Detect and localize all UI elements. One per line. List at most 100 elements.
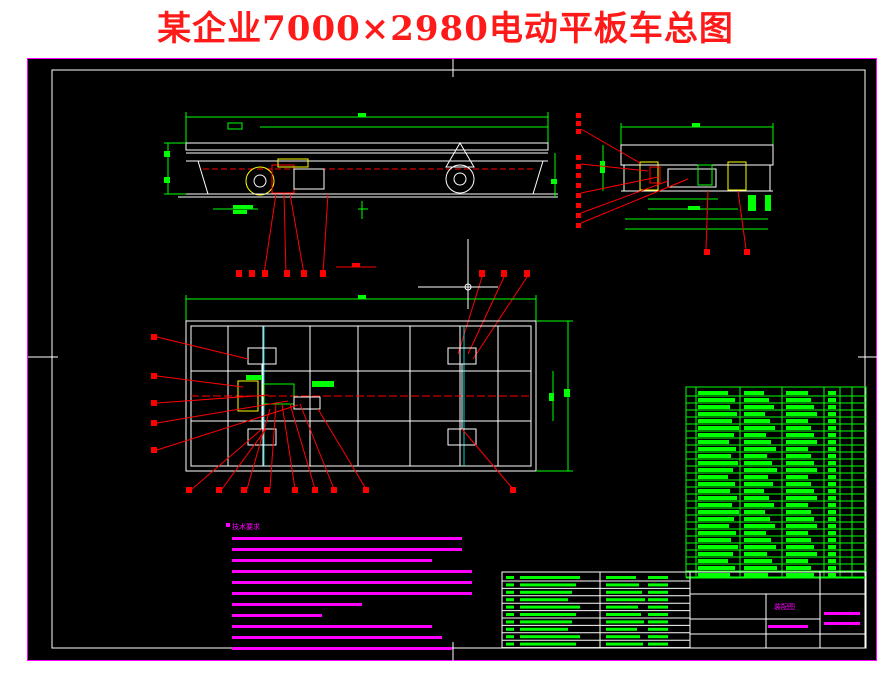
table-cell-text <box>648 613 668 616</box>
cad-drawing: 技术要求 装配图 <box>28 59 878 662</box>
table-cell-text <box>520 635 580 639</box>
table-cell-text <box>648 598 668 602</box>
table-cell-text <box>828 391 836 395</box>
table-cell-text <box>606 583 639 587</box>
table-cell-text <box>744 510 765 514</box>
table-cell-text <box>828 524 836 528</box>
front-elevation-view <box>164 112 558 275</box>
table-cell-text <box>520 576 580 579</box>
table-cell-text <box>786 545 814 549</box>
table-cell-text <box>606 627 637 631</box>
table-cell-text <box>786 531 808 535</box>
drawing-title: 某企业7000×2980电动平板车总图 <box>157 9 734 49</box>
table-cell-text <box>786 475 808 479</box>
table-cell-text <box>828 531 836 535</box>
table-cell-text <box>786 405 814 409</box>
table-cell-text <box>786 433 814 437</box>
table-cell-text <box>744 468 777 472</box>
table-cell-text <box>744 545 776 549</box>
table-cell-text <box>744 566 777 570</box>
table-cell-text <box>828 433 836 437</box>
table-stamp: 装配图 <box>774 602 795 611</box>
table-cell-text <box>828 475 836 479</box>
table-cell-text <box>648 590 668 594</box>
table-cell-text <box>828 552 836 556</box>
table-cell-text <box>606 590 642 594</box>
table-cell-text <box>648 627 668 631</box>
side-view <box>576 113 774 255</box>
table-cell-text <box>520 605 580 609</box>
table-cell-text <box>520 583 576 587</box>
table-cell-text <box>698 482 735 486</box>
table-cell-text <box>698 559 728 563</box>
parts-list-table <box>685 386 867 579</box>
table-cell-text <box>698 510 739 514</box>
table-cell-text <box>828 468 836 472</box>
inner-border <box>51 69 866 649</box>
table-cell-text <box>828 405 836 409</box>
table-cell-text <box>698 538 731 542</box>
table-cell-text <box>648 635 668 639</box>
table-cell-text <box>828 538 836 542</box>
table-cell-text <box>520 590 572 594</box>
table-cell-text <box>786 566 811 570</box>
table-cell-text <box>506 613 514 616</box>
table-cell-text <box>744 531 766 535</box>
table-cell-text <box>698 531 736 535</box>
table-cell-text <box>606 613 641 616</box>
section-label-mark <box>352 263 360 267</box>
table-cell-text <box>506 598 514 602</box>
table-cell-text <box>744 440 771 444</box>
table-cell-text <box>744 426 775 430</box>
table-cell-text <box>828 454 836 458</box>
table-cell-text <box>648 583 668 587</box>
table-cell-text <box>698 566 735 570</box>
table-cell-text <box>828 426 836 430</box>
table-cell-text <box>786 489 814 493</box>
table-cell-text <box>506 642 514 646</box>
table-cell-text <box>606 635 640 639</box>
table-cell-text <box>828 398 836 402</box>
table-cell-text <box>786 468 817 472</box>
table-cell-text <box>828 545 836 549</box>
table-cell-text <box>648 576 668 579</box>
table-cell-text <box>786 419 808 423</box>
table-cell-text <box>744 405 774 409</box>
table-cell-text <box>786 496 817 500</box>
table-cell-text <box>828 419 836 423</box>
table-cell-text <box>828 517 836 521</box>
table-cell-text <box>744 559 772 563</box>
table-cell-text <box>506 605 514 609</box>
table-cell-text <box>698 496 737 500</box>
table-cell-text <box>606 598 645 602</box>
table-cell-text <box>828 412 836 416</box>
table-cell-text <box>698 426 739 430</box>
table-cell-text <box>744 461 772 465</box>
table-cell-text <box>506 620 514 624</box>
table-cell-text <box>698 398 735 402</box>
table-cell-text <box>698 552 733 556</box>
notes-heading: 技术要求 <box>232 522 260 531</box>
table-cell-text <box>698 503 732 507</box>
table-cell-text <box>786 552 817 556</box>
table-cell-text <box>828 510 836 514</box>
table-cell-text <box>744 573 768 577</box>
table-cell-text <box>786 426 811 430</box>
table-cell-text <box>744 391 764 395</box>
table-cell-text <box>698 475 728 479</box>
table-cell-text <box>744 398 769 402</box>
table-cell-text <box>828 573 836 577</box>
table-cell-text <box>828 496 836 500</box>
table-cell-text <box>744 454 767 458</box>
table-cell-text <box>744 503 774 507</box>
table-cell-text <box>828 482 836 486</box>
table-cell-text <box>520 627 568 631</box>
table-cell-text <box>786 573 814 577</box>
table-cell-text <box>744 475 768 479</box>
table-cell-text <box>698 489 730 493</box>
table-cell-text <box>828 503 836 507</box>
table-cell-text <box>828 559 836 563</box>
table-cell-text <box>698 412 737 416</box>
table-cell-text <box>606 620 644 624</box>
table-cell-text <box>648 642 668 646</box>
